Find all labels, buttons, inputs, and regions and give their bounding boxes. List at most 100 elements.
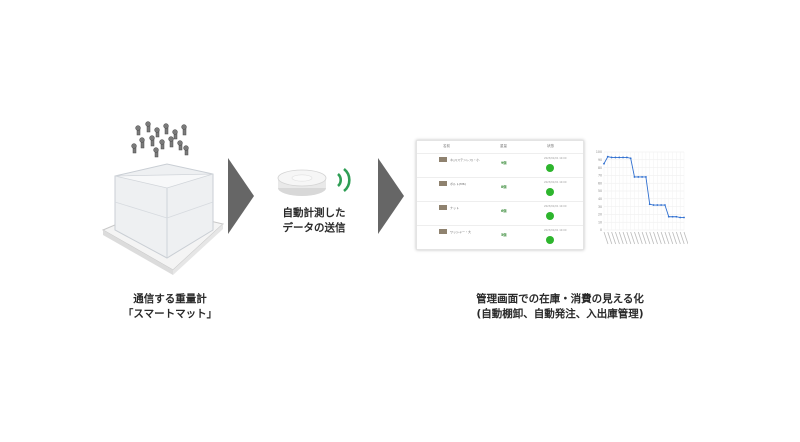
x-tick-label xyxy=(634,231,639,245)
x-tick-label xyxy=(664,231,670,245)
dashboard-caption-line1: 管理画面での在庫・消費の見える化 xyxy=(476,293,644,305)
column-header-weight: 重量 xyxy=(500,144,507,148)
item-thumbnail xyxy=(439,205,447,210)
status-indicator xyxy=(546,164,554,172)
data-point xyxy=(625,156,628,159)
x-tick-label xyxy=(679,231,685,245)
data-point xyxy=(656,204,659,206)
data-point xyxy=(614,156,617,159)
series-line xyxy=(603,156,684,218)
table-row: ワッシャー・大 5個 2023/01/01 10:00 xyxy=(417,225,583,250)
x-tick-label xyxy=(622,231,628,245)
data-point xyxy=(675,215,678,218)
data-point xyxy=(641,176,643,178)
item-timestamp: 2023/01/01 10:00 xyxy=(544,205,567,208)
transmit-caption: 自動計測した データの送信 xyxy=(266,206,362,236)
item-timestamp: 2023/01/01 10:00 xyxy=(544,181,567,184)
data-point xyxy=(637,176,640,178)
x-tick-label xyxy=(676,231,681,245)
x-tick-label xyxy=(645,231,651,245)
y-tick-label: 80 xyxy=(598,166,602,170)
item-quantity: 6個 xyxy=(501,209,507,213)
item-quantity: 8個 xyxy=(501,185,507,189)
smartmat-caption: 通信する重量計 「スマートマット」 xyxy=(95,292,245,322)
item-timestamp: 2023/01/01 10:00 xyxy=(544,157,567,160)
x-tick-label xyxy=(668,231,674,245)
table-row: ナット 6個 2023/01/01 10:00 xyxy=(417,201,583,226)
smartmat-caption-line2: 「スマートマット」 xyxy=(122,308,218,320)
data-point xyxy=(606,155,609,158)
x-tick-label xyxy=(626,231,632,245)
flow-arrow-icon xyxy=(378,158,404,234)
bolts-box-icon xyxy=(101,121,225,275)
y-tick-label: 0 xyxy=(600,228,602,232)
x-tick-label xyxy=(607,231,613,245)
data-point xyxy=(660,204,663,206)
column-header-name: 名前 xyxy=(443,144,450,148)
x-tick-label xyxy=(653,231,658,245)
data-point xyxy=(622,156,624,159)
y-tick-label: 40 xyxy=(598,197,602,201)
item-name: ボルト(M6) xyxy=(450,182,466,186)
y-tick-label: 100 xyxy=(596,150,602,154)
x-tick-label xyxy=(660,231,666,245)
data-point xyxy=(645,176,647,178)
smartmat-caption-line1: 通信する重量計 xyxy=(133,293,207,305)
y-tick-label: 90 xyxy=(598,158,602,162)
data-point xyxy=(618,156,621,159)
item-quantity: 5個 xyxy=(501,233,507,237)
x-tick-label xyxy=(641,231,647,245)
hub-device-icon xyxy=(277,169,327,196)
status-indicator xyxy=(546,236,554,244)
data-point xyxy=(671,215,674,218)
status-indicator xyxy=(546,188,554,196)
item-timestamp: 2023/01/01 10:00 xyxy=(544,229,567,232)
x-tick-label xyxy=(630,231,636,245)
data-point xyxy=(629,157,632,160)
item-quantity: 9個 xyxy=(501,161,507,165)
wireless-signal-icon xyxy=(337,167,351,193)
y-tick-label: 20 xyxy=(598,213,602,217)
item-thumbnail xyxy=(439,181,447,186)
data-point xyxy=(679,216,682,219)
item-name: ナット xyxy=(450,206,460,210)
item-name: ネジ(ステンレス)・小 xyxy=(450,158,480,162)
data-point xyxy=(667,215,670,218)
x-tick-label xyxy=(618,231,624,245)
table-row: ネジ(ステンレス)・小 9個 2023/01/01 10:00 xyxy=(417,153,583,178)
data-point xyxy=(603,162,605,165)
x-tick-label xyxy=(611,231,616,245)
data-point xyxy=(652,204,655,206)
y-tick-label: 60 xyxy=(598,181,602,185)
dashboard-caption: 管理画面での在庫・消費の見える化 (自動棚卸、自動発注、入出庫管理) xyxy=(430,292,690,322)
y-tick-label: 50 xyxy=(598,189,602,193)
x-tick-label xyxy=(603,231,609,245)
table-row: ボルト(M6) 8個 2023/01/01 10:00 xyxy=(417,177,583,202)
data-point xyxy=(683,216,685,219)
x-tick-label xyxy=(649,231,655,245)
data-point xyxy=(664,204,666,206)
item-thumbnail xyxy=(439,229,447,234)
x-tick-label xyxy=(637,231,643,245)
transmit-caption-line1: 自動計測した xyxy=(282,207,346,219)
inventory-dashboard: 名前 重量 状態 ネジ(ステンレス)・小 9個 2023/01/01 10:00… xyxy=(416,140,584,250)
y-tick-label: 70 xyxy=(598,174,602,178)
data-point xyxy=(648,203,651,206)
item-name: ワッシャー・大 xyxy=(450,230,472,234)
x-tick-label xyxy=(656,231,662,245)
transmit-caption-line2: データの送信 xyxy=(282,222,346,234)
x-tick-label xyxy=(672,231,677,245)
status-indicator xyxy=(546,212,554,220)
data-point xyxy=(633,176,636,178)
data-point xyxy=(610,156,613,159)
column-header-status: 状態 xyxy=(547,144,554,148)
x-tick-label xyxy=(615,231,620,245)
flow-arrow-icon xyxy=(228,158,254,234)
y-tick-label: 30 xyxy=(598,205,602,209)
smart-mat-illustration xyxy=(95,118,235,288)
x-tick-label xyxy=(683,231,688,245)
dashboard-caption-line2: (自動棚卸、自動発注、入出庫管理) xyxy=(476,308,644,320)
item-thumbnail xyxy=(439,157,447,162)
y-tick-label: 10 xyxy=(598,220,602,224)
